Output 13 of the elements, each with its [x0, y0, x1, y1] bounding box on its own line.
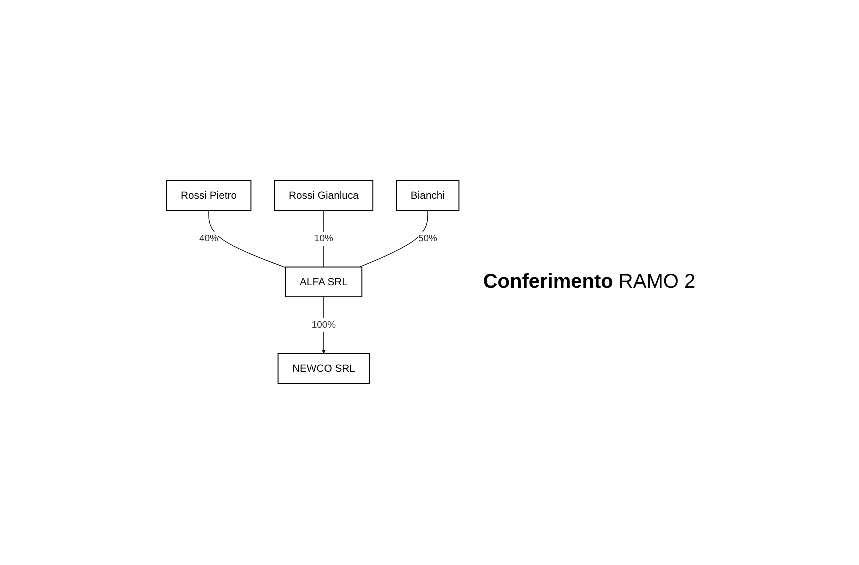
edge-label: 50%: [418, 234, 438, 244]
node-box: NEWCO SRL: [278, 354, 370, 384]
node-box: ALFA SRL: [286, 267, 363, 298]
connector: [324, 210, 325, 268]
connector: [209, 210, 287, 268]
node-box: Bianchi: [396, 180, 460, 212]
node-box: Rossi Gianluca: [274, 180, 374, 212]
edge-label: 10%: [314, 234, 334, 244]
node-box: Rossi Pietro: [166, 180, 252, 212]
edge-label: 40%: [200, 234, 219, 244]
annotation-text: Conferimento RAMO 2: [483, 271, 696, 294]
connector: [360, 210, 429, 268]
edge-label: 100%: [312, 320, 336, 331]
